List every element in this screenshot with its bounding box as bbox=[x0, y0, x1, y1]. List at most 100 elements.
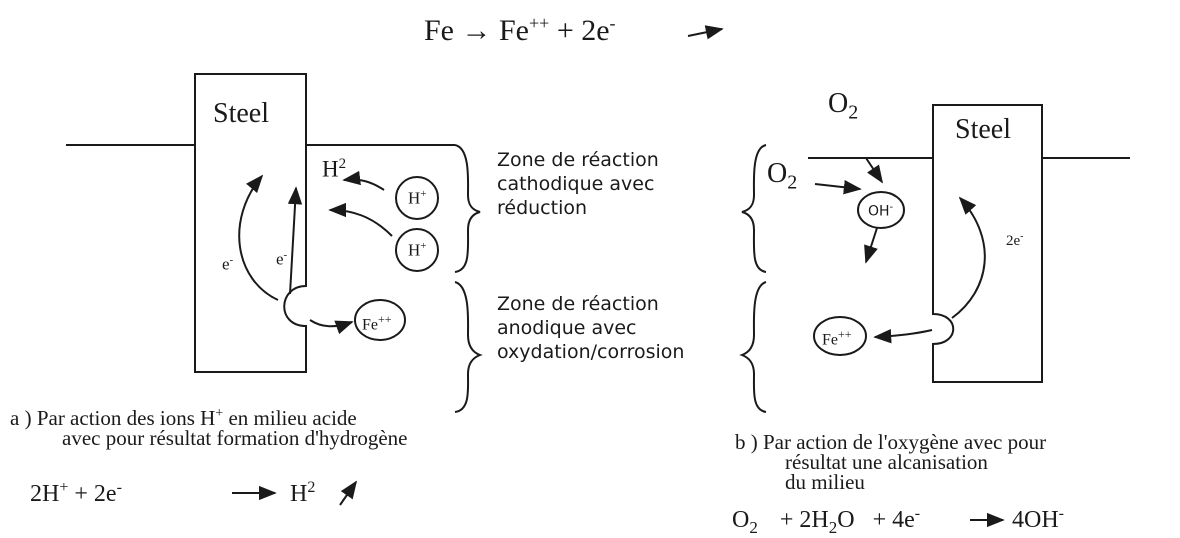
left-fe-base: Fe bbox=[362, 316, 378, 334]
caption-a-line-1-sup: + bbox=[215, 406, 224, 421]
cathodic-brace-right bbox=[741, 144, 767, 273]
right-electrons-sup: - bbox=[1020, 231, 1024, 242]
caption-a-eq-product-sup: 2 bbox=[307, 479, 316, 496]
electron-product: + 2e bbox=[549, 14, 610, 47]
right-electrons-base: 2e bbox=[1006, 233, 1021, 249]
anodic-brace-right bbox=[739, 281, 767, 413]
left-fe-ion-label: Fe++ bbox=[362, 313, 392, 333]
electron-inner-sup: - bbox=[283, 249, 288, 261]
h-ion-top-base: H bbox=[408, 188, 421, 208]
caption-b: b ) Par action de l'oxygène avec pour ré… bbox=[735, 430, 1047, 494]
caption-b-eq-water-post: O bbox=[837, 507, 855, 533]
caption-b-eq-product: 4OH- bbox=[1012, 505, 1064, 533]
h-ion-circle-bottom bbox=[395, 228, 439, 272]
caption-b-line-2: résultat une alcanisation bbox=[785, 450, 988, 474]
o2-top-sub: 2 bbox=[848, 101, 859, 124]
left-fe-sup: ++ bbox=[378, 312, 392, 326]
right-fe-base: Fe bbox=[822, 331, 838, 349]
h2-base: H bbox=[322, 156, 339, 182]
oh-base: OH bbox=[868, 203, 890, 220]
electron-label-outer: e- bbox=[222, 255, 233, 273]
right-fe-ion-arrow bbox=[873, 328, 933, 344]
electron-outer-sup: - bbox=[229, 254, 234, 266]
caption-a-eq-product: H2 bbox=[290, 479, 316, 507]
electron-outer-base: e bbox=[222, 254, 230, 274]
right-o2-side-arrow bbox=[814, 180, 862, 195]
left-steel-block bbox=[194, 73, 307, 373]
right-oh-out-arrow bbox=[864, 227, 878, 264]
anodic-line-2: anodique avec bbox=[497, 317, 637, 339]
right-steel-label: Steel bbox=[955, 114, 1011, 145]
caption-b-eq-water-sub: 2 bbox=[828, 517, 838, 537]
caption-b-eq-o2: O bbox=[732, 507, 750, 533]
caption-a-eq-reactant-sup: + bbox=[59, 479, 69, 496]
right-o2-top-arrow bbox=[865, 157, 883, 184]
fe-ion-product: Fe bbox=[499, 14, 529, 47]
caption-b-equation: O2 + 2H2O + 4e- bbox=[732, 506, 920, 536]
electron-label-inner: e- bbox=[276, 250, 287, 268]
h-ion-top-label: H+ bbox=[408, 189, 427, 207]
cathodic-line-1: Zone de réaction bbox=[497, 149, 659, 171]
left-fe-ion-arrow bbox=[309, 319, 354, 335]
electron-inner-base: e bbox=[276, 249, 284, 269]
left-h2-arrow bbox=[342, 170, 385, 191]
top-equation: Fe → Fe++ + 2e- bbox=[424, 14, 616, 46]
cathodic-zone-label: Zone de réaction cathodique avec réducti… bbox=[497, 148, 757, 220]
h2-sup: 2 bbox=[338, 156, 347, 172]
caption-b-eq-oh: 4OH bbox=[1012, 507, 1059, 533]
caption-a-gas-arrow bbox=[339, 480, 358, 506]
right-fe-ion-label: Fe++ bbox=[822, 328, 852, 348]
right-electrons-label: 2e- bbox=[1006, 232, 1024, 249]
fe-reactant: Fe bbox=[424, 14, 454, 47]
caption-b-line-3: du milieu bbox=[785, 470, 865, 494]
left-electron-arrow-outer bbox=[238, 174, 279, 301]
caption-a-line-1-suffix: en milieu acide bbox=[223, 406, 357, 430]
cathodic-brace-left bbox=[454, 144, 481, 273]
right-o2-side-label: O2 bbox=[767, 160, 797, 193]
left-h-ion-arrow bbox=[328, 202, 393, 237]
anodic-line-1: Zone de réaction bbox=[497, 293, 659, 315]
caption-b-eq-oh-sup: - bbox=[1058, 505, 1064, 522]
caption-b-eq-o2-sub: 2 bbox=[749, 517, 758, 537]
caption-a-eq-reactant: 2H bbox=[30, 481, 60, 507]
reaction-arrow: → bbox=[461, 14, 492, 47]
caption-b-eq-electrons: + 4e bbox=[872, 507, 915, 533]
caption-a-eq-product-base: H bbox=[290, 481, 308, 507]
electron-charge: - bbox=[609, 13, 616, 33]
left-steel-label: Steel bbox=[213, 98, 269, 129]
o2-side-sub: 2 bbox=[787, 171, 798, 194]
caption-a-line-2: avec pour résultat formation d'hydrogène bbox=[62, 426, 408, 450]
top-equation-pointer-arrow bbox=[687, 25, 724, 40]
oh-ion-circle bbox=[857, 191, 905, 229]
caption-a-eq-electrons: + 2e bbox=[68, 481, 117, 507]
caption-a-line-1: a ) Par action des ions H+ en milieu aci… bbox=[10, 404, 408, 430]
right-fe-sup: ++ bbox=[838, 327, 852, 341]
caption-a-equation: 2H+ + 2e- bbox=[30, 479, 122, 507]
right-fe-ion-circle bbox=[813, 316, 867, 356]
caption-a-line-1-prefix: a ) Par action des ions H bbox=[10, 406, 216, 430]
anodic-zone-label: Zone de réaction anodique avec oxydation… bbox=[497, 292, 757, 364]
h-ion-circle-top bbox=[395, 176, 439, 220]
right-steel-block bbox=[932, 104, 1043, 383]
caption-b-line-1: b ) Par action de l'oxygène avec pour bbox=[735, 430, 1047, 454]
h-ion-bottom-base: H bbox=[408, 240, 421, 260]
caption-a: a ) Par action des ions H+ en milieu aci… bbox=[10, 404, 408, 450]
cathodic-line-3: réduction bbox=[497, 197, 588, 219]
h-ion-bottom-sup: + bbox=[420, 240, 427, 252]
anodic-line-3: oxydation/corrosion bbox=[497, 341, 685, 363]
caption-a-eq-electrons-sup: - bbox=[116, 479, 122, 496]
cathodic-line-2: cathodique avec bbox=[497, 173, 655, 195]
o2-side-base: O bbox=[767, 158, 788, 189]
left-h2-label: H2 bbox=[322, 157, 346, 181]
h-ion-bottom-label: H+ bbox=[408, 241, 427, 259]
right-electron-arrow bbox=[951, 196, 986, 319]
oh-sup: - bbox=[889, 202, 894, 213]
fe-charge: ++ bbox=[529, 13, 550, 33]
caption-b-eq-water: + 2H bbox=[779, 507, 829, 533]
oh-ion-label: OH- bbox=[868, 203, 893, 219]
h-ion-top-sup: + bbox=[420, 188, 427, 200]
o2-top-base: O bbox=[828, 88, 849, 119]
left-electron-arrow-inner bbox=[287, 186, 303, 295]
right-o2-top-label: O2 bbox=[828, 90, 858, 123]
